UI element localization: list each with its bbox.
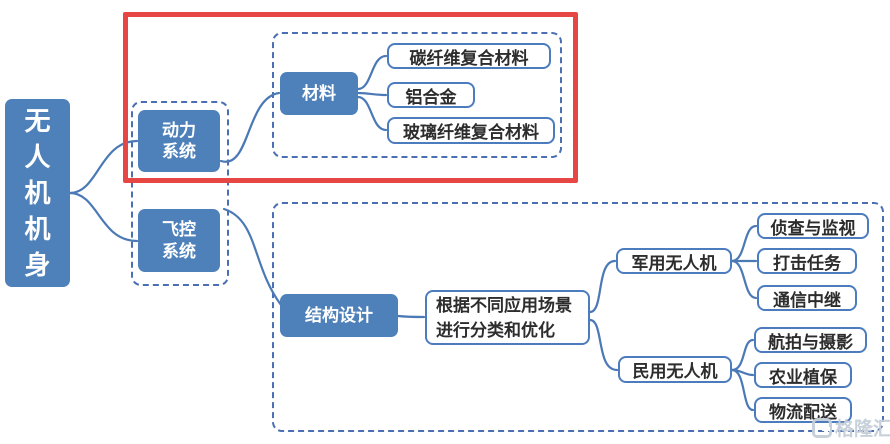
- node-structure-design-label: 结构设计: [305, 305, 373, 325]
- node-application-note-line1: 根据不同应用场景: [436, 295, 572, 315]
- node-carbon-fiber-label: 碳纤维复合材料: [409, 48, 529, 68]
- node-recon-surveillance-label: 侦查与监视: [770, 218, 856, 238]
- structure-group-outline: [272, 202, 884, 432]
- link-military-relay: [730, 259, 758, 300]
- node-material: 材料: [280, 72, 358, 115]
- node-military-drone: 军用无人机: [616, 248, 732, 274]
- node-power-system-label-line2: 系统: [162, 142, 196, 161]
- node-civil-drone-label: 民用无人机: [632, 362, 718, 381]
- node-logistics-delivery-label: 物流配送: [769, 402, 837, 422]
- node-civil-drone: 民用无人机: [618, 356, 732, 383]
- watermark-text: 格隆汇: [835, 419, 890, 440]
- node-military-drone-label: 军用无人机: [631, 253, 717, 273]
- node-root: 无人机机身: [5, 99, 70, 287]
- node-aerial-photography-label: 航拍与摄影: [768, 332, 853, 352]
- link-civil-logistics: [730, 368, 755, 412]
- node-application-note: 根据不同应用场景 进行分类和优化: [425, 290, 590, 345]
- systems-group-outline: [131, 101, 229, 286]
- link-material-aluminum: [356, 91, 388, 97]
- node-aluminum-alloy-label: 铝合金: [405, 87, 457, 107]
- node-power-system: 动力 系统: [138, 110, 220, 172]
- link-flight-structure: [222, 207, 283, 307]
- node-aluminum-alloy: 铝合金: [387, 82, 475, 108]
- node-power-system-label-line1: 动力: [162, 120, 196, 140]
- gelonghui-logo-icon: [812, 417, 832, 438]
- highlight-rectangle: [123, 12, 578, 183]
- link-material-glass: [356, 95, 388, 132]
- node-aerial-photography: 航拍与摄影: [754, 327, 867, 353]
- node-recon-surveillance: 侦查与监视: [757, 213, 869, 239]
- node-flight-control-label-line1: 飞控: [162, 220, 196, 240]
- node-comm-relay: 通信中继: [757, 285, 857, 311]
- link-note-military: [588, 259, 617, 314]
- link-material-carbon: [356, 54, 388, 91]
- link-military-recon: [730, 224, 758, 263]
- node-structure-design: 结构设计: [280, 294, 398, 337]
- node-strike-mission-label: 打击任务: [773, 253, 841, 273]
- node-carbon-fiber: 碳纤维复合材料: [387, 43, 551, 69]
- link-civil-photo: [730, 338, 755, 372]
- link-power-material: [219, 91, 281, 163]
- node-flight-control: 飞控 系统: [138, 209, 220, 272]
- node-application-note-line2: 进行分类和优化: [436, 320, 555, 340]
- link-note-civil: [588, 318, 619, 372]
- node-agriculture-protection-label: 农业植保: [769, 367, 837, 387]
- node-strike-mission: 打击任务: [757, 248, 857, 274]
- node-flight-control-label-line2: 系统: [162, 241, 196, 261]
- node-material-label: 材料: [302, 83, 336, 103]
- node-glass-fiber: 玻璃纤维复合材料: [387, 117, 555, 144]
- node-comm-relay-label: 通信中继: [773, 290, 841, 310]
- node-agriculture-protection: 农业植保: [754, 362, 852, 388]
- link-structure-note: [396, 314, 426, 319]
- node-root-label: 无人机机身: [24, 106, 51, 280]
- node-glass-fiber-label: 玻璃纤维复合材料: [403, 123, 539, 142]
- watermark: 格隆汇: [812, 414, 890, 441]
- node-logistics-delivery: 物流配送: [754, 397, 852, 423]
- link-root-flight: [68, 191, 139, 243]
